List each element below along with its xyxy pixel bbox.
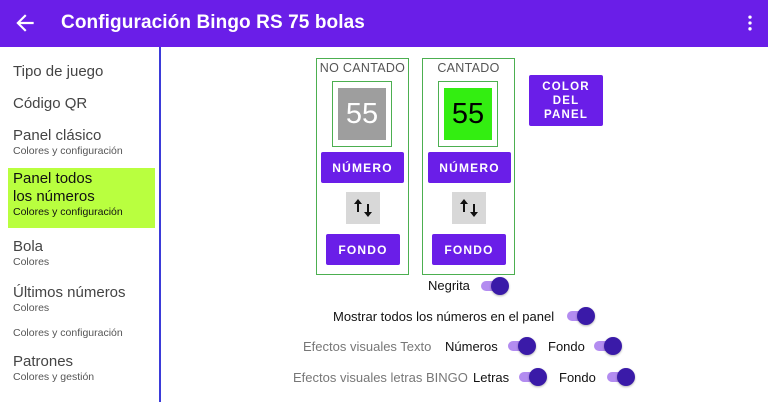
called-background-button[interactable]: FONDO [432, 234, 506, 265]
sidebar-item-label: Patrones [13, 353, 74, 370]
called-number-tile: 55 [444, 88, 492, 140]
called-title: CANTADO [437, 61, 500, 75]
swap-vertical-icon [460, 199, 478, 217]
sidebar-item-sublabel: Colores [13, 302, 50, 314]
bold-label: Negrita [428, 278, 470, 293]
app-bar: Configuración Bingo RS 75 bolas [0, 0, 768, 47]
not-called-background-button[interactable]: FONDO [326, 234, 400, 265]
text-effects-background-toggle[interactable] [594, 337, 622, 355]
page-title: Configuración Bingo RS 75 bolas [61, 12, 365, 33]
sidebar: Tipo de juego Código QR Panel clásico Co… [0, 47, 161, 402]
text-effects-label: Efectos visuales Texto [303, 339, 432, 354]
sidebar-item-label-line2: los números [13, 188, 95, 205]
swap-vertical-icon [354, 199, 372, 217]
sidebar-item-ultimos-numeros[interactable]: Últimos números Colores [8, 282, 155, 317]
bingo-effects-letters-label: Letras [473, 370, 510, 385]
sidebar-item-label: Tipo de juego [13, 63, 104, 80]
bingo-effects-background-label: Fondo [559, 370, 596, 385]
sidebar-item-patrones[interactable]: Patrones Colores y gestión [8, 351, 155, 386]
sidebar-item-sublabel: Colores y configuración [13, 327, 123, 339]
sidebar-item-codigo-qr[interactable]: Código QR [8, 93, 155, 115]
sidebar-item-sublabel: Colores y configuración [13, 206, 123, 218]
show-all-numbers-toggle[interactable] [567, 307, 595, 325]
sidebar-item-sublabel: Colores y configuración [13, 145, 123, 157]
bingo-effects-letters-toggle[interactable] [519, 368, 547, 386]
not-called-swap-button[interactable] [346, 192, 380, 224]
called-panel: CANTADO 55 NÚMERO FONDO [422, 58, 515, 275]
not-called-panel: NO CANTADO 55 NÚMERO FONDO [316, 58, 409, 275]
bingo-effects-background-toggle[interactable] [607, 368, 635, 386]
sidebar-item-label: Bola [13, 238, 44, 255]
arrow-left-icon[interactable] [12, 10, 38, 36]
sidebar-item-tipo-de-juego[interactable]: Tipo de juego [8, 61, 155, 83]
sidebar-item-sublabel: Colores y gestión [13, 371, 95, 383]
called-swap-button[interactable] [452, 192, 486, 224]
sidebar-item-bola[interactable]: Bola Colores [8, 236, 155, 271]
sidebar-item-colores-configuracion[interactable]: Colores y configuración [8, 325, 155, 342]
panel-color-button[interactable]: COLOR DEL PANEL [529, 75, 603, 126]
sidebar-item-label-line1: Panel todos [13, 170, 93, 187]
bingo-effects-label: Efectos visuales letras BINGO [293, 370, 468, 385]
sidebar-item-label: Panel clásico [13, 127, 102, 144]
called-number-button[interactable]: NÚMERO [428, 152, 511, 183]
bold-toggle[interactable] [481, 277, 509, 295]
sidebar-item-label: Últimos números [13, 284, 126, 301]
more-vertical-icon[interactable] [740, 13, 760, 33]
not-called-number-tile: 55 [338, 88, 386, 140]
sidebar-item-label: Código QR [13, 95, 88, 112]
not-called-number-button[interactable]: NÚMERO [321, 152, 404, 183]
sidebar-item-sublabel: Colores [13, 256, 50, 268]
text-effects-numbers-label: Números [445, 339, 498, 354]
text-effects-background-label: Fondo [548, 339, 585, 354]
not-called-number-frame: 55 [332, 81, 392, 147]
sidebar-item-panel-clasico[interactable]: Panel clásico Colores y configuración [8, 125, 155, 160]
called-number-frame: 55 [438, 81, 498, 147]
sidebar-item-panel-todos-los-numeros[interactable]: Panel todos los números Colores y config… [8, 168, 155, 228]
show-all-numbers-label: Mostrar todos los números en el panel [333, 309, 555, 324]
not-called-title: NO CANTADO [319, 61, 406, 75]
text-effects-numbers-toggle[interactable] [508, 337, 536, 355]
